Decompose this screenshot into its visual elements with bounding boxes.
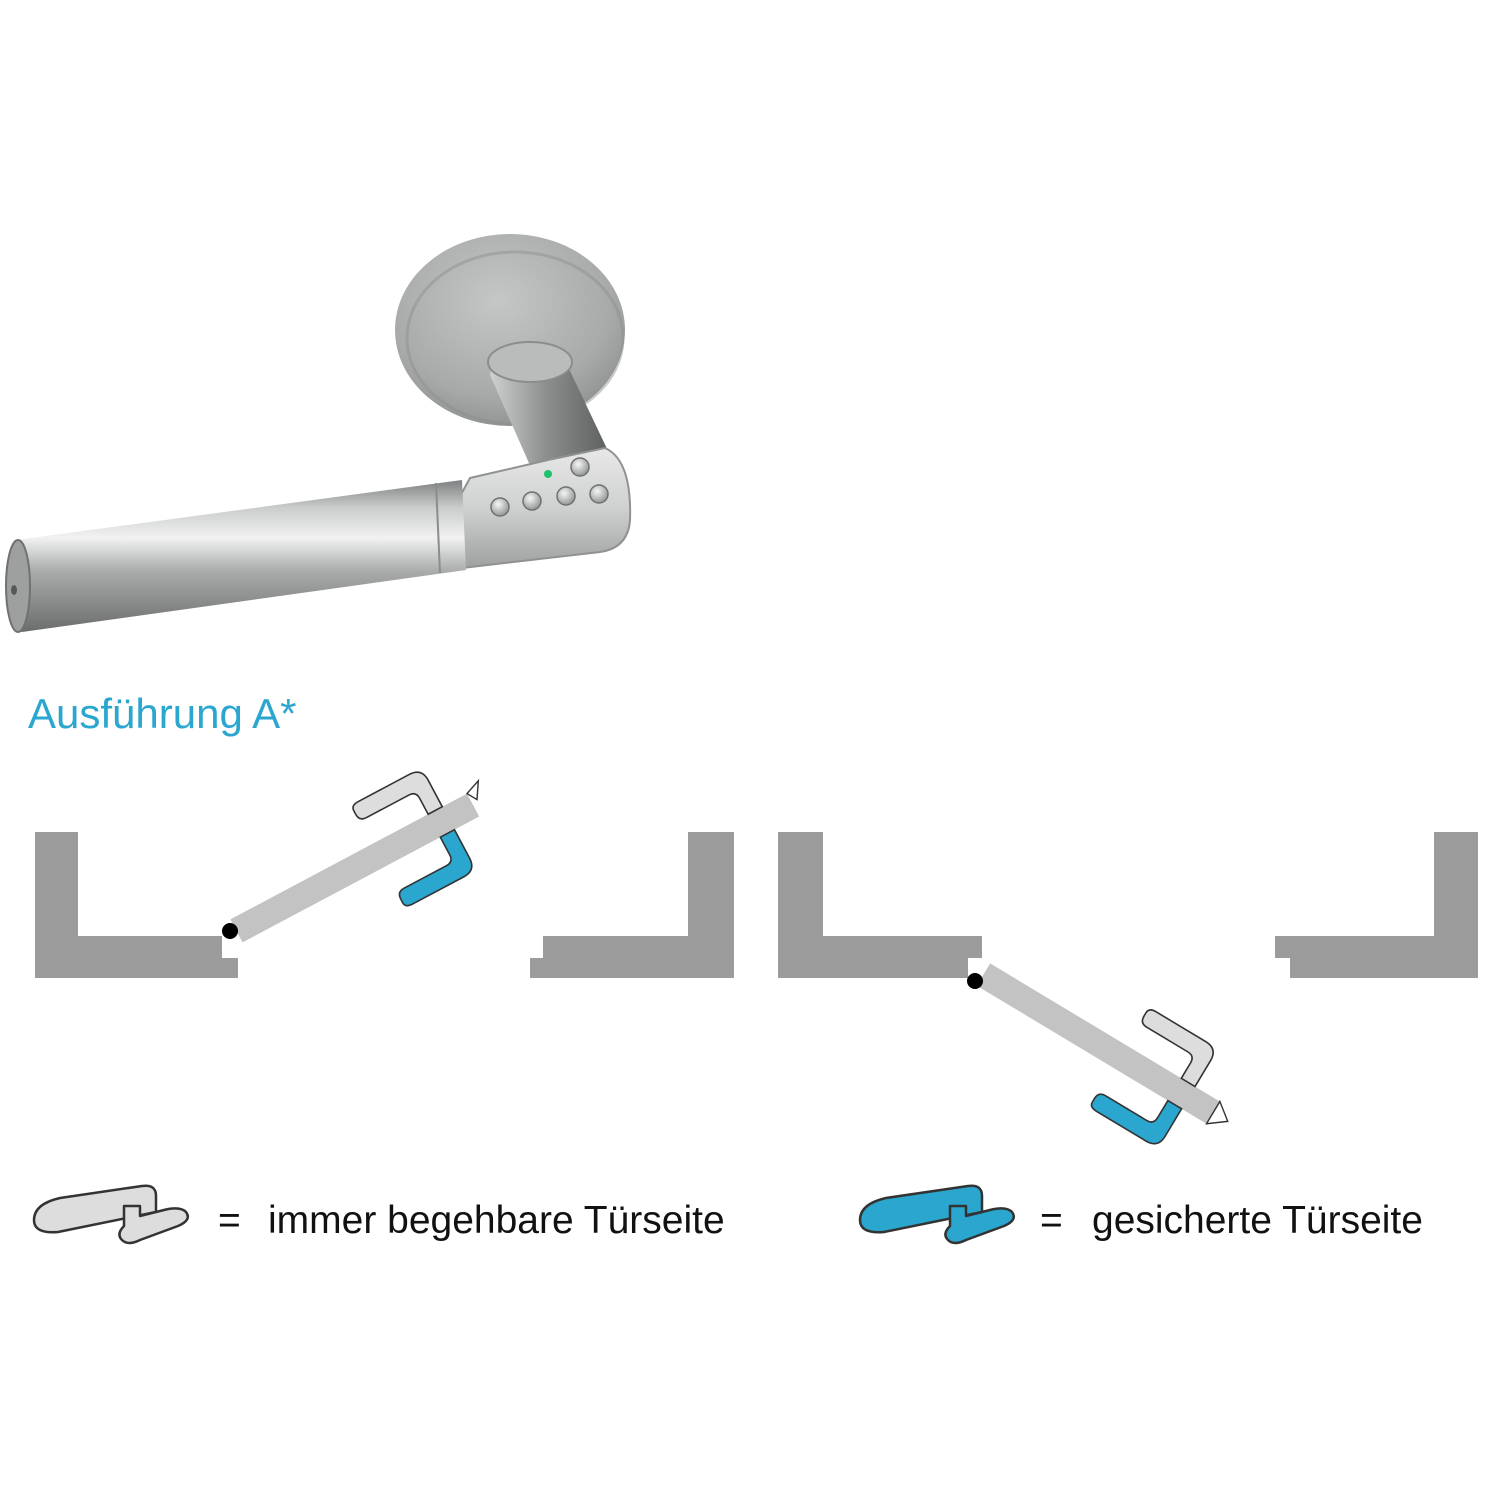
lever-bar-screw: [11, 585, 17, 595]
legend-blue-handle-icon: [858, 1184, 1015, 1245]
keypad-button: [490, 497, 510, 517]
keypad-status-led: [544, 470, 552, 478]
lever-bar-end-cap: [5, 539, 31, 633]
keypad-button: [589, 484, 609, 504]
legend-blue-label: gesicherte Türseite: [1092, 1199, 1423, 1242]
gray-handle-icon: [352, 771, 444, 820]
door-opening-arrow-icon: [465, 778, 480, 801]
legend-gray-equals: =: [218, 1199, 241, 1242]
section-title: Ausführung A*: [28, 690, 297, 737]
door-hinge-point: [222, 923, 238, 939]
handle-neck-collar: [487, 341, 573, 383]
keypad-button: [522, 491, 542, 511]
wall-left-frame: [778, 832, 982, 978]
handle-lever-bar: [6, 480, 466, 632]
blue-handle-icon: [1090, 1093, 1183, 1145]
door-diagram-left: [35, 771, 734, 978]
door-leaf-open-inward: [976, 963, 1229, 1145]
legend-gray-handle-icon: [32, 1184, 189, 1245]
door-opening-arrow-icon: [1205, 1099, 1229, 1125]
door-leaf-open-outward: [230, 771, 480, 943]
wall-left-frame: [35, 832, 238, 978]
legend-gray-label: immer begehbare Türseite: [268, 1199, 725, 1242]
wall-right-frame: [1275, 832, 1478, 978]
gray-handle-icon: [1141, 1009, 1214, 1088]
lever-bar-seam: [435, 482, 441, 574]
door-handle-keypad-image: [5, 234, 632, 633]
keypad-housing: [456, 446, 632, 570]
keypad-button: [570, 457, 590, 477]
keypad-button: [556, 486, 576, 506]
wall-right-frame: [530, 832, 734, 978]
legend-blue-equals: =: [1040, 1199, 1063, 1242]
door-diagram-right: [778, 832, 1478, 1145]
door-hinge-point: [967, 973, 983, 989]
blue-handle-icon: [398, 828, 473, 907]
